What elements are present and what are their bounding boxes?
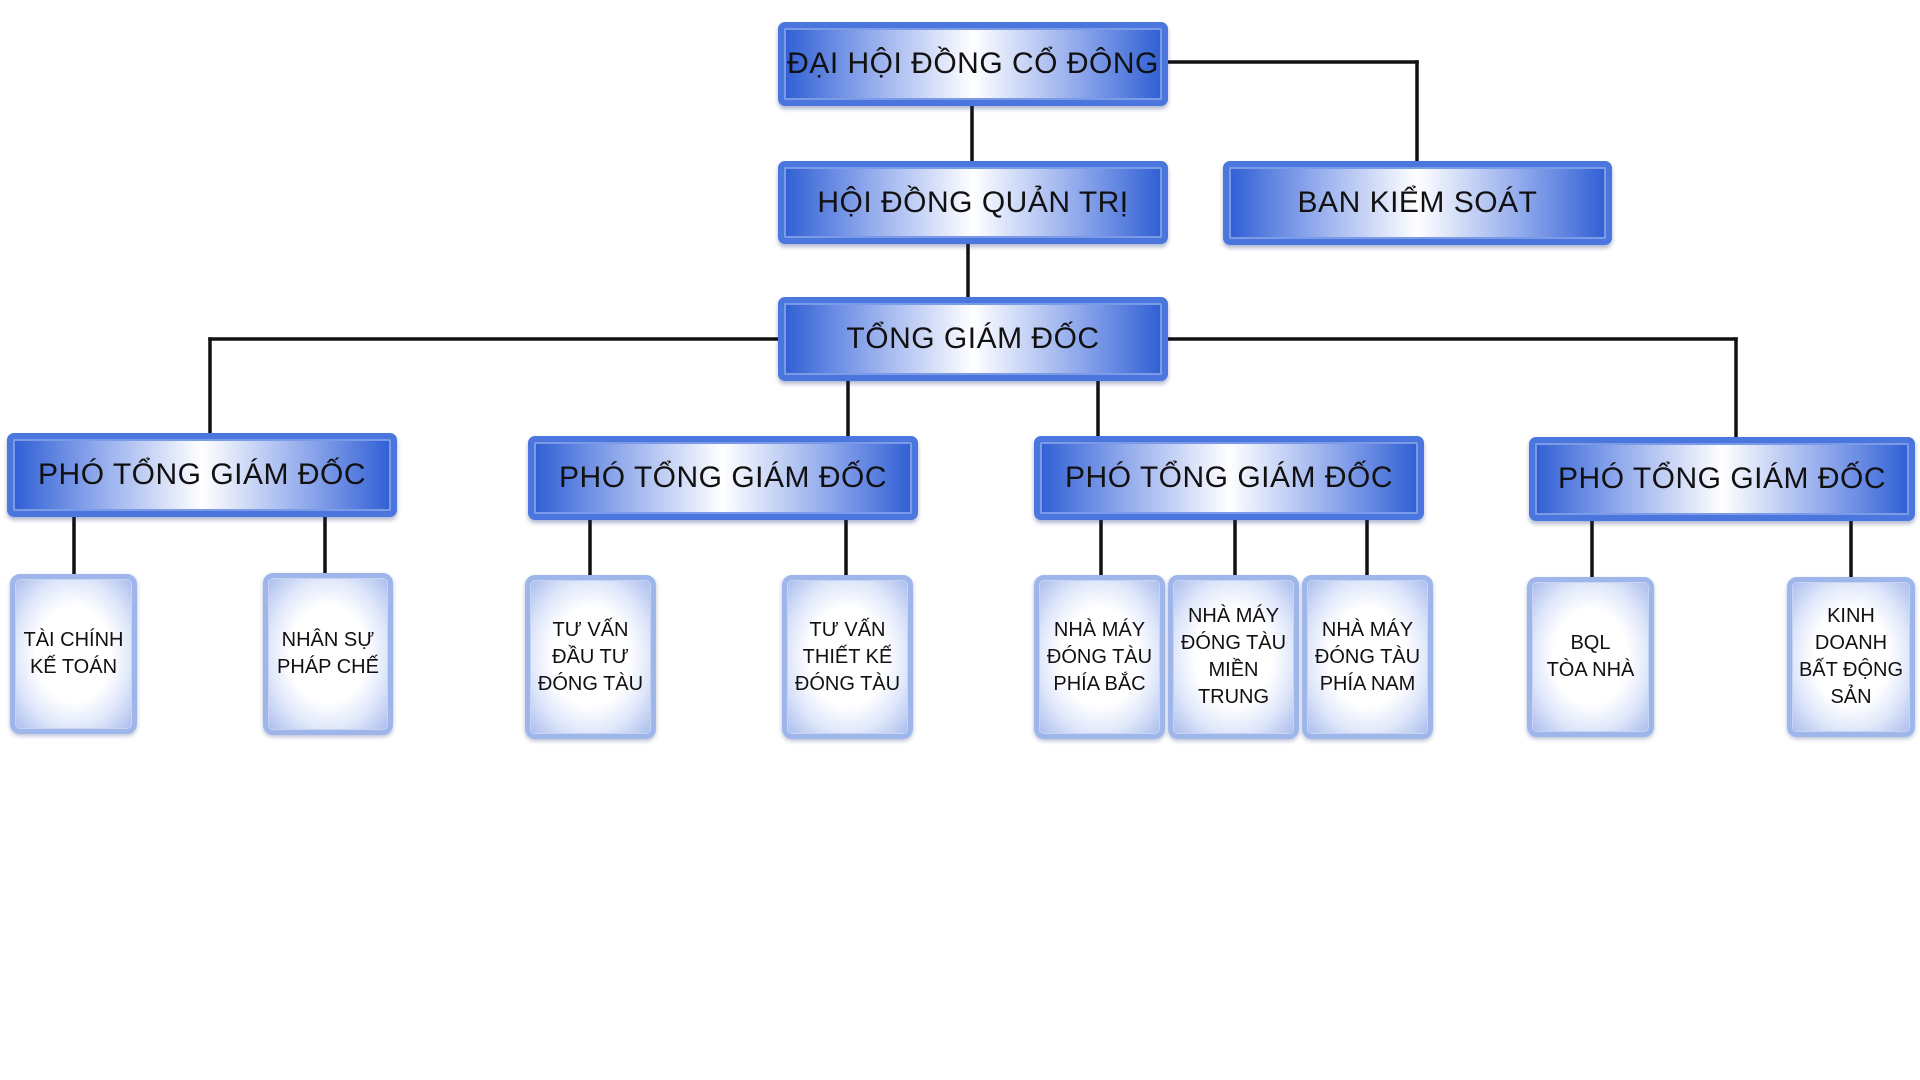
unit-shipyard-south: NHÀ MÁY ĐÓNG TÀU PHÍA NAM — [1302, 575, 1433, 739]
unit-hr-legal: NHÂN SỰ PHÁP CHẾ — [263, 573, 393, 735]
board-box: HỘI ĐỒNG QUẢN TRỊ — [778, 161, 1168, 244]
unit-building-management: BQL TÒA NHÀ — [1527, 577, 1654, 737]
deputy-box-4: PHÓ TỔNG GIÁM ĐỐC — [1529, 437, 1915, 521]
ceo-box: TỔNG GIÁM ĐỐC — [778, 297, 1168, 381]
deputy-box-1: PHÓ TỔNG GIÁM ĐỐC — [7, 433, 397, 517]
unit-shipyard-north: NHÀ MÁY ĐÓNG TÀU PHÍA BẮC — [1034, 575, 1165, 739]
unit-finance-accounting: TÀI CHÍNH KẾ TOÁN — [10, 574, 137, 734]
unit-shipbuilding-design-consulting: TƯ VẤN THIẾT KẾ ĐÓNG TÀU — [782, 575, 913, 739]
unit-shipbuilding-investment-consulting: TƯ VẤN ĐẦU TƯ ĐÓNG TÀU — [525, 575, 656, 739]
unit-shipyard-central: NHÀ MÁY ĐÓNG TÀU MIỀN TRUNG — [1168, 575, 1299, 739]
supervisory-box: BAN KIỂM SOÁT — [1223, 161, 1612, 245]
shareholders-box: ĐẠI HỘI ĐỒNG CỔ ĐÔNG — [778, 22, 1168, 106]
deputy-box-2: PHÓ TỔNG GIÁM ĐỐC — [528, 436, 918, 520]
unit-real-estate-business: KINH DOANH BẤT ĐỘNG SẢN — [1787, 577, 1915, 737]
deputy-box-3: PHÓ TỔNG GIÁM ĐỐC — [1034, 436, 1424, 520]
